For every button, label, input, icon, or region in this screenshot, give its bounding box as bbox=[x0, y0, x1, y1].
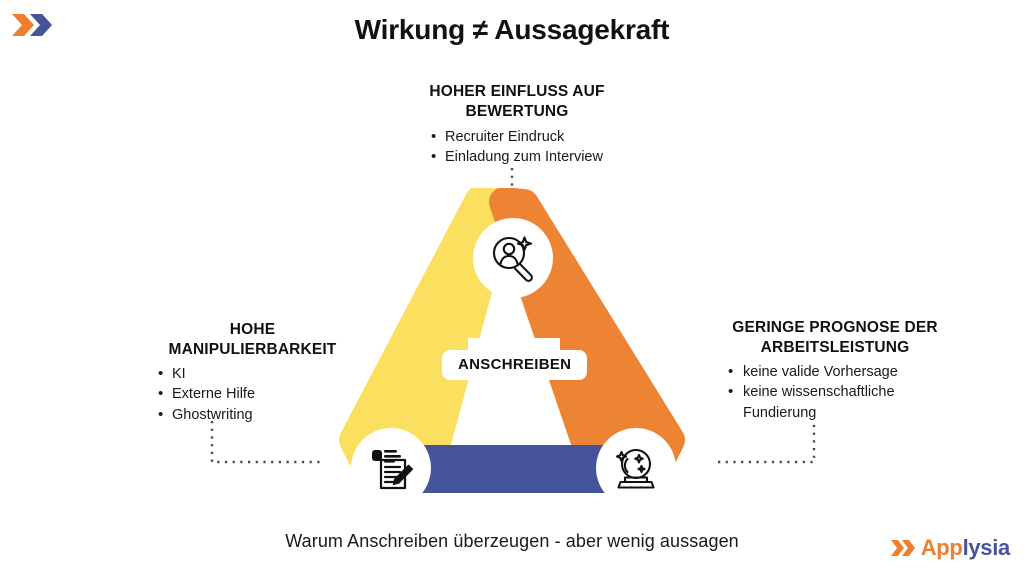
logo-text-part-one: App bbox=[920, 535, 963, 560]
list-item: Ghostwriting bbox=[158, 404, 375, 426]
node-bottom-right-icon-circle bbox=[596, 428, 676, 508]
callout-top: HOHER EINFLUSS AUF BEWERTUNG Recruiter E… bbox=[362, 82, 672, 168]
callout-right-heading: GERINGE PROGNOSE DER ARBEITSLEISTUNG bbox=[710, 318, 960, 358]
triangle-center-notch bbox=[480, 366, 544, 432]
page-title: Wirkung ≠ Aussagekraft bbox=[354, 14, 670, 45]
footer-caption: Warum Anschreiben überzeugen - aber weni… bbox=[285, 531, 739, 551]
callout-top-list: Recruiter Eindruck Einladung zum Intervi… bbox=[431, 126, 603, 168]
applysia-logo: Applysia bbox=[890, 534, 1010, 562]
double-chevron-icon bbox=[890, 540, 915, 556]
node-bottom-left-icon-circle bbox=[351, 428, 431, 508]
list-item: keine valide Vorhersage bbox=[728, 361, 960, 383]
list-item: Externe Hilfe bbox=[158, 383, 375, 405]
list-item: Recruiter Eindruck bbox=[431, 126, 603, 148]
callout-right-heading-line2: ARBEITSLEISTUNG bbox=[760, 338, 910, 356]
logo-text-part-two: lysia bbox=[962, 535, 1011, 560]
callout-right: GERINGE PROGNOSE DER ARBEITSLEISTUNG kei… bbox=[710, 318, 960, 423]
callout-right-heading-line1: GERINGE PROGNOSE DER bbox=[732, 319, 938, 336]
callout-left-heading-line2: MANIPULIERBARKEIT bbox=[168, 340, 337, 358]
center-label-anschreiben: ANSCHREIBEN bbox=[442, 350, 588, 380]
callout-left-heading: HOHE MANIPULIERBARKEIT bbox=[130, 320, 375, 360]
list-item: Einladung zum Interview bbox=[431, 146, 603, 168]
crystal-ball-sparkle-icon bbox=[615, 448, 655, 489]
connector-right bbox=[718, 421, 816, 464]
callout-top-heading: HOHER EINFLUSS AUF BEWERTUNG bbox=[362, 82, 672, 122]
list-item: KI bbox=[158, 363, 375, 385]
callout-left: HOHE MANIPULIERBARKEIT KI Externe Hilfe … bbox=[130, 320, 375, 425]
callout-left-list: KI Externe Hilfe Ghostwriting bbox=[158, 363, 375, 426]
callout-top-heading-line1: HOHER EINFLUSS AUF bbox=[429, 83, 605, 100]
document-pencil-edit-icon bbox=[372, 450, 413, 490]
callout-right-list: keine valide Vorhersage keine wissenscha… bbox=[728, 361, 960, 424]
list-item: keine wissenschaftliche Fundierung bbox=[728, 381, 960, 423]
double-chevron-icon bbox=[10, 12, 56, 38]
applysia-wordmark: Applysia bbox=[920, 535, 1011, 561]
callout-top-heading-line2: BEWERTUNG bbox=[465, 102, 569, 120]
callout-left-heading-line1: HOHE bbox=[229, 321, 276, 338]
person-search-magnifier-sparkle-icon bbox=[492, 236, 533, 282]
connector-left bbox=[210, 421, 320, 464]
node-top-icon-circle bbox=[473, 218, 553, 298]
